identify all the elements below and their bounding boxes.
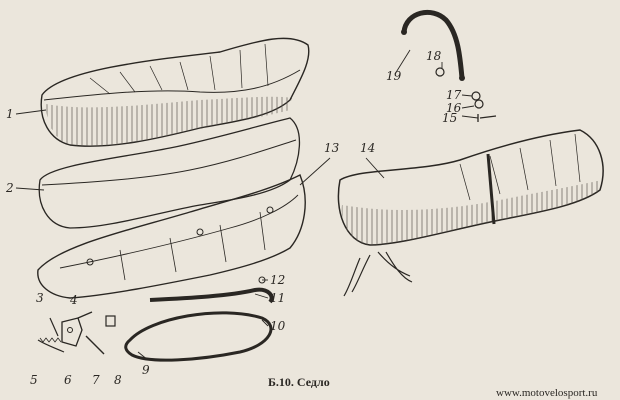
callout-18: 18 xyxy=(426,49,442,63)
callout-3: 3 xyxy=(36,291,44,305)
rubber-strip xyxy=(149,287,274,304)
callout-13: 13 xyxy=(324,141,340,155)
callout-6: 6 xyxy=(64,373,72,387)
callout-10: 10 xyxy=(270,319,286,333)
hinge-hardware xyxy=(37,311,116,355)
callout-19: 19 xyxy=(386,69,402,83)
callout-7: 7 xyxy=(92,373,100,387)
callout-8: 8 xyxy=(114,373,122,387)
callout-11: 11 xyxy=(270,291,285,305)
seat-cover xyxy=(40,37,310,147)
seat-pan xyxy=(37,174,306,299)
callout-16: 16 xyxy=(446,101,462,115)
callout-2: 2 xyxy=(5,181,14,195)
callout-12: 12 xyxy=(270,273,285,287)
callout-14: 14 xyxy=(360,141,375,155)
figure-caption: Б.10. Седло xyxy=(268,375,330,389)
grab-strap xyxy=(401,9,465,81)
source-watermark: www.motovelosport.ru xyxy=(496,387,598,399)
callout-4: 4 xyxy=(69,293,78,307)
callout-5: 5 xyxy=(30,373,38,387)
callout-9: 9 xyxy=(142,363,150,377)
callout-1: 1 xyxy=(6,107,14,121)
callout-17: 17 xyxy=(446,88,462,102)
assembled-seat xyxy=(337,129,604,297)
leader-lines xyxy=(15,49,479,361)
edge-trim-loop xyxy=(124,311,273,362)
callout-15: 15 xyxy=(442,111,457,125)
